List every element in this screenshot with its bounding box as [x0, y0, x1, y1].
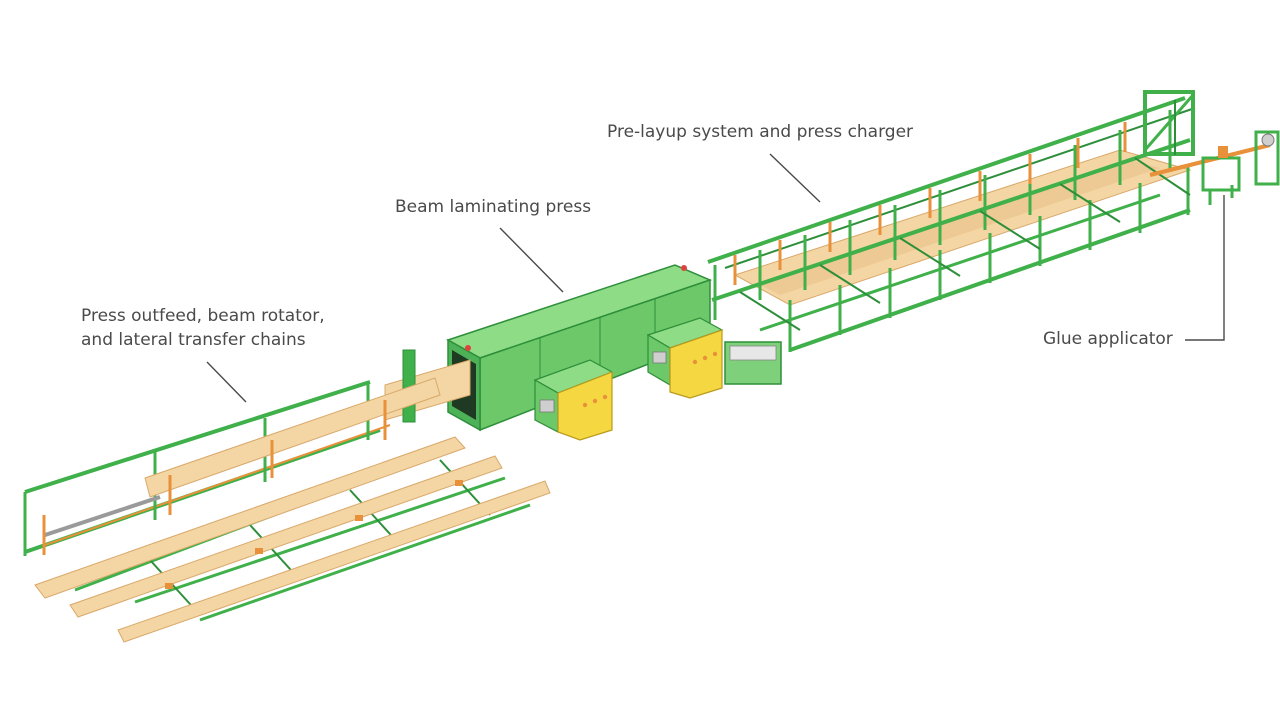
leader-glue: [1185, 195, 1225, 341]
leader-prelayup: [769, 153, 821, 203]
control-cabinet-1: [533, 359, 614, 441]
lateral-transfer-chains: [34, 436, 551, 643]
glue-applicator: [1149, 130, 1280, 205]
label-glue-applicator: Glue applicator: [1043, 329, 1173, 349]
leader-lines: [206, 153, 1225, 403]
label-press-outfeed: Press outfeed, beam rotator, and lateral…: [81, 304, 325, 352]
label-beam-laminating-press: Beam laminating press: [395, 197, 592, 217]
label-prelayup-system: Pre-layup system and press charger: [607, 122, 914, 142]
label-press-outfeed-line1: Press outfeed, beam rotator,: [81, 306, 325, 326]
leader-outfeed: [206, 361, 247, 403]
control-cabinet-2: [646, 317, 724, 399]
press-outfeed: [23, 377, 441, 556]
label-press-outfeed-line2: and lateral transfer chains: [81, 330, 306, 350]
prelayup-system: [707, 90, 1196, 385]
leader-press: [499, 227, 564, 293]
